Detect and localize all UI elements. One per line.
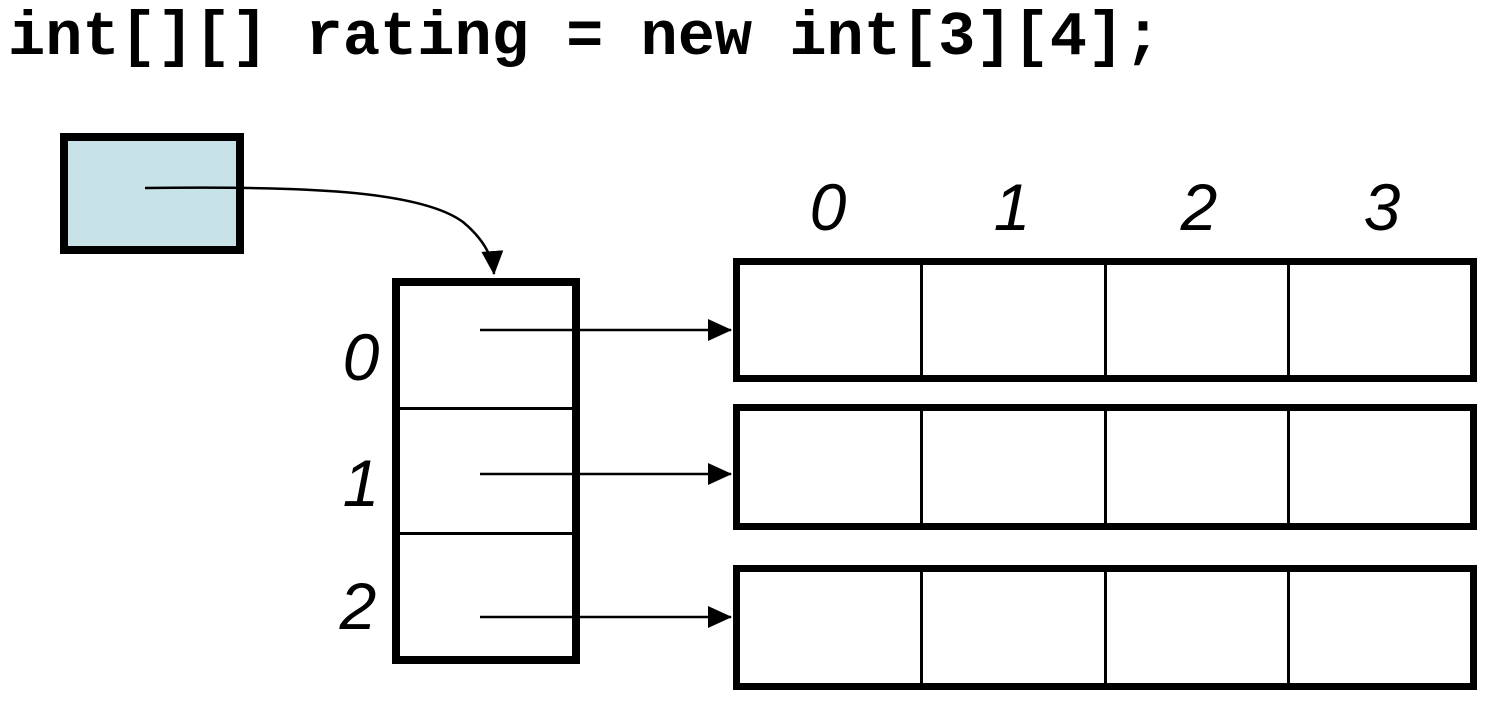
inner-array-0-cell-3 — [1286, 265, 1470, 375]
outer-array-cell-1 — [400, 407, 572, 535]
row-index-label-0: 0 — [342, 320, 380, 394]
inner-array-0 — [733, 258, 1477, 382]
inner-array-1 — [733, 404, 1477, 530]
code-line: int[][] rating = new int[3][4]; — [8, 2, 1162, 73]
inner-array-0-cell-1 — [920, 265, 1103, 375]
outer-array-cell-0 — [400, 286, 572, 407]
inner-array-2-cell-3 — [1286, 572, 1470, 683]
column-header-2: 2 — [1180, 170, 1218, 244]
inner-array-1-cell-1 — [920, 411, 1103, 523]
row-index-label-2: 2 — [339, 569, 377, 643]
inner-array-1-cell-3 — [1286, 411, 1470, 523]
inner-array-0-cell-2 — [1103, 265, 1287, 375]
inner-array-2-cell-2 — [1103, 572, 1287, 683]
inner-array-1-cell-2 — [1103, 411, 1287, 523]
column-header-0: 0 — [809, 170, 847, 244]
reference-variable-box — [60, 133, 244, 254]
inner-array-2-cell-0 — [740, 572, 920, 683]
row-index-label-1: 1 — [342, 446, 380, 520]
column-header-3: 3 — [1363, 170, 1401, 244]
outer-array-cell-2 — [400, 535, 572, 656]
inner-array-1-cell-0 — [740, 411, 920, 523]
inner-array-2 — [733, 565, 1477, 690]
outer-array — [392, 278, 580, 664]
inner-array-2-cell-1 — [920, 572, 1103, 683]
inner-array-0-cell-0 — [740, 265, 920, 375]
column-header-1: 1 — [993, 170, 1031, 244]
